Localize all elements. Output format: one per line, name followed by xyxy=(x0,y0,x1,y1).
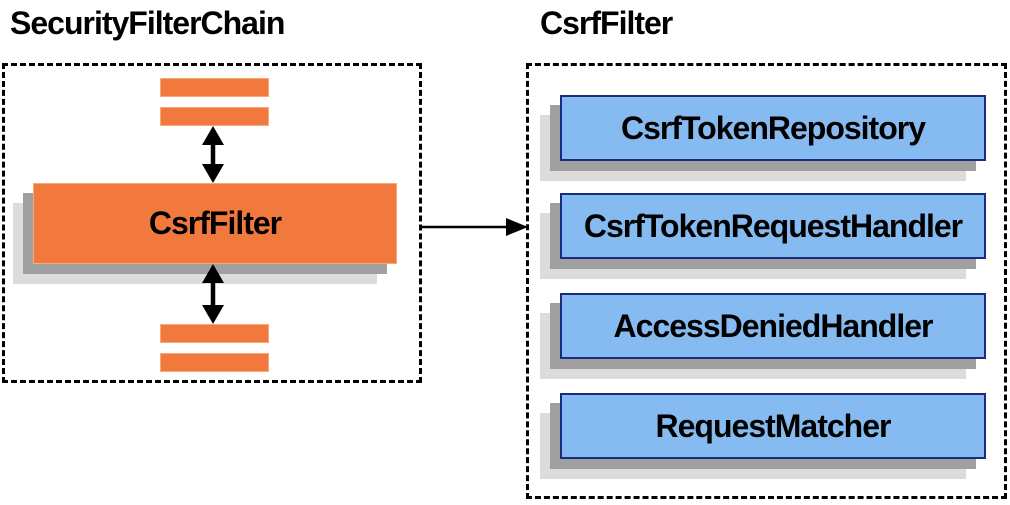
filter-placeholder-bar xyxy=(160,107,269,126)
flow-arrow-icon xyxy=(422,218,528,236)
csrf-filter-title: CsrfFilter xyxy=(540,5,673,41)
component-label: CsrfTokenRepository xyxy=(620,109,926,146)
filter-placeholder-bar xyxy=(160,78,269,97)
csrf-filter-boundary xyxy=(526,63,1007,499)
component-label: RequestMatcher xyxy=(655,407,892,444)
bidirectional-arrow-icon xyxy=(202,264,224,324)
csrf-filter-box-label: CsrfFilter xyxy=(148,205,282,241)
csrf-filter-box: CsrfFilter xyxy=(33,183,397,264)
filter-placeholder-bar xyxy=(160,353,269,372)
bidirectional-arrow-icon xyxy=(202,126,224,183)
component-box-request-matcher: RequestMatcher xyxy=(560,393,986,459)
security-filter-chain-boundary xyxy=(2,63,422,383)
component-box-csrf-token-request-handler: CsrfTokenRequestHandler xyxy=(560,193,986,259)
component-label: AccessDeniedHandler xyxy=(613,307,934,344)
component-box-access-denied-handler: AccessDeniedHandler xyxy=(560,293,986,359)
component-box-csrf-token-repository: CsrfTokenRepository xyxy=(560,95,986,161)
filter-placeholder-bar xyxy=(160,324,269,343)
component-label: CsrfTokenRequestHandler xyxy=(583,207,963,244)
security-filter-chain-title: SecurityFilterChain xyxy=(10,5,285,41)
